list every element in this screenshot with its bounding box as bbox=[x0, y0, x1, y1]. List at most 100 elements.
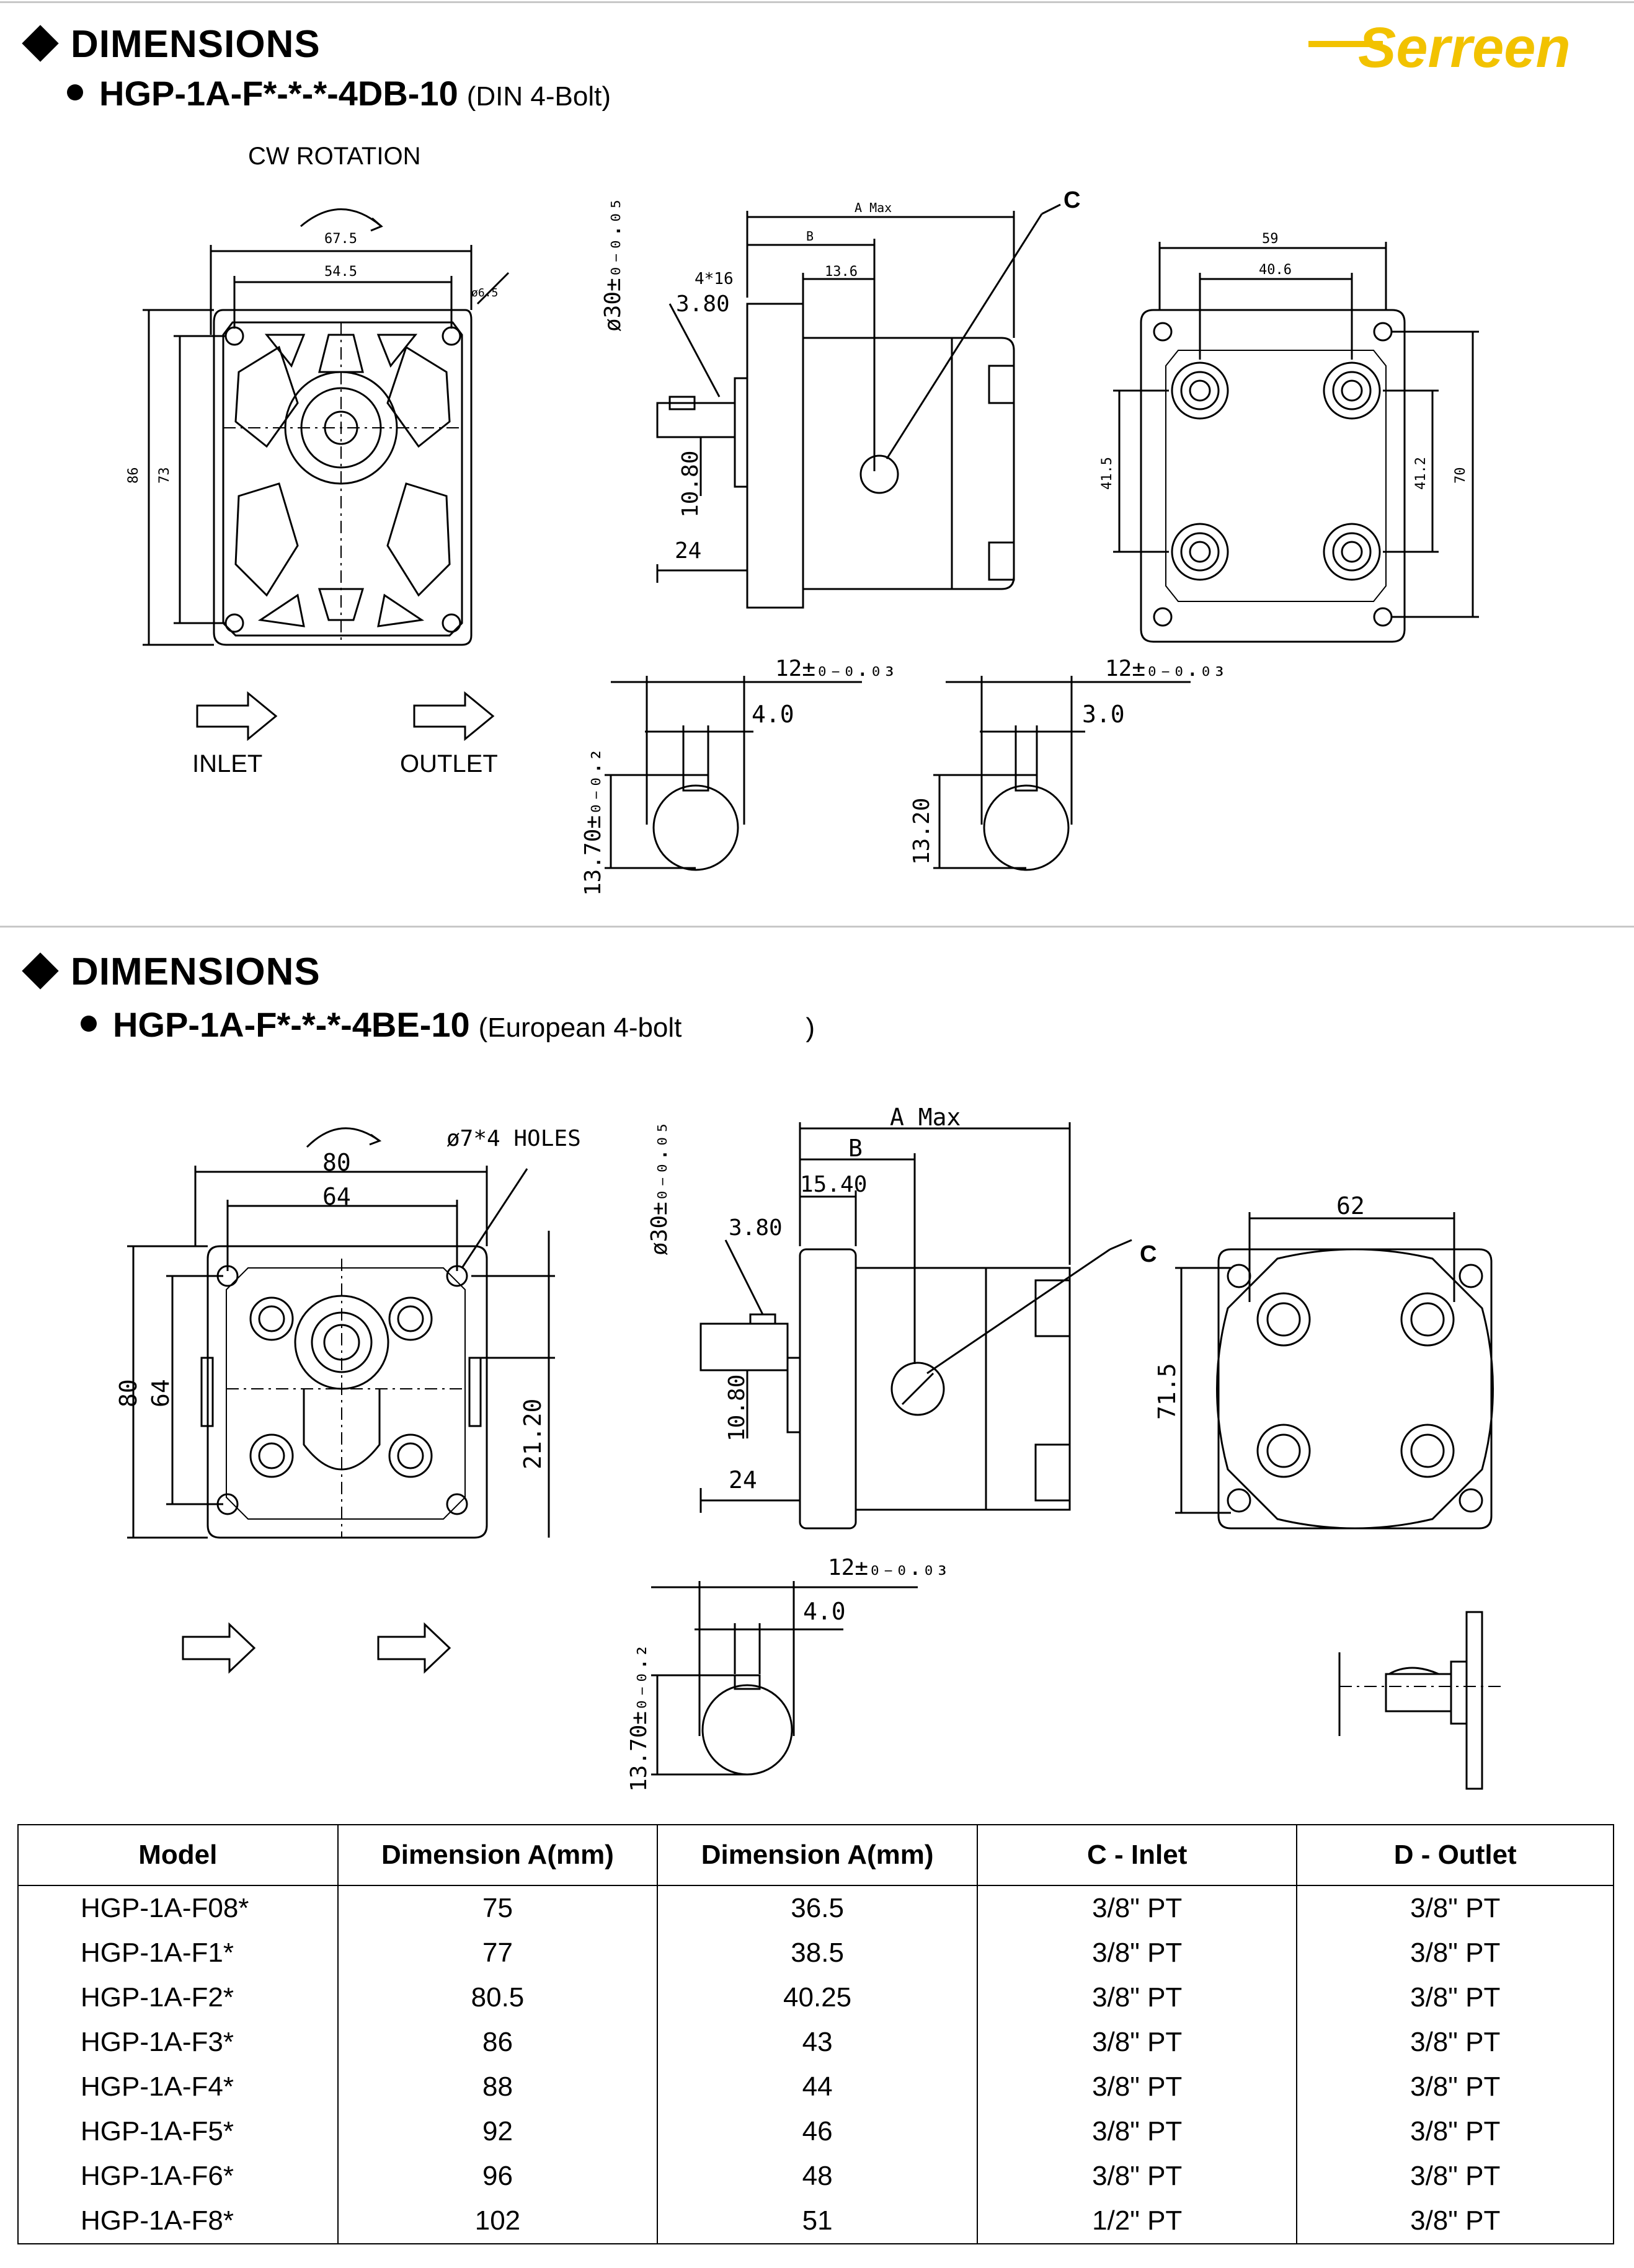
dim-10-80: 10.80 bbox=[678, 451, 703, 518]
section2-model-title: HGP-1A-F*-*-*-4BE-10(European 4-bolt) bbox=[81, 1004, 815, 1045]
drawing-european-4-bolt: ø7*4 HOLES 80 64 80 64 21.20 A Max B C ø… bbox=[115, 1104, 1501, 1792]
dim-24: 24 bbox=[675, 538, 701, 564]
cell-dim-a-2: 48 bbox=[657, 2154, 978, 2199]
euro-front-view bbox=[127, 1127, 555, 1539]
dim-41-2: 41.2 bbox=[1413, 457, 1429, 490]
din-side-view bbox=[656, 203, 1061, 609]
dim-10-80-2: 10.80 bbox=[724, 1375, 750, 1442]
dim-shaft-dia: ø30±₀₋₀.₀₅ bbox=[600, 197, 626, 332]
inlet-arrow-icon bbox=[196, 691, 278, 742]
dim-b-2: B bbox=[848, 1135, 863, 1162]
section2-heading: DIMENSIONS bbox=[22, 950, 321, 994]
cell-outlet: 3/8" PT bbox=[1296, 1931, 1614, 1975]
cell-dim-a-2: 46 bbox=[657, 2109, 978, 2154]
euro-outlet-arrow-icon bbox=[377, 1622, 451, 1674]
cell-dim-a: 92 bbox=[337, 2109, 659, 2154]
outlet-label: OUTLET bbox=[400, 750, 498, 777]
dim-73: 73 bbox=[157, 467, 172, 484]
cell-dim-a-2: 40.25 bbox=[657, 1975, 978, 2020]
dim-hole-dia: ø6.5 bbox=[471, 286, 498, 299]
cell-inlet: 3/8" PT bbox=[976, 2109, 1298, 2154]
top-border bbox=[0, 1, 1634, 3]
dim-64-side: 64 bbox=[147, 1379, 174, 1407]
shaft-width-2: 4.0 bbox=[803, 1598, 846, 1625]
cell-model: HGP-1A-F08* bbox=[17, 1885, 339, 1931]
cell-outlet: 3/8" PT bbox=[1296, 1975, 1614, 2020]
section1-model-title: HGP-1A-F*-*-*-4DB-10(DIN 4-Bolt) bbox=[67, 73, 611, 113]
cell-outlet: 3/8" PT bbox=[1296, 2020, 1614, 2065]
header-model: Model bbox=[17, 1824, 339, 1886]
header-dimension-a: Dimension A(mm) bbox=[337, 1824, 659, 1886]
dim-54-5: 54.5 bbox=[324, 264, 357, 280]
dim-holes: ø7*4 HOLES bbox=[446, 1126, 581, 1151]
cell-outlet: 3/8" PT bbox=[1296, 2199, 1614, 2244]
euro-rear-view bbox=[1175, 1212, 1494, 1530]
dim-a-max-2: A Max bbox=[890, 1104, 961, 1131]
cell-inlet: 3/8" PT bbox=[976, 2154, 1298, 2199]
label-c: C bbox=[1063, 187, 1080, 213]
cell-dim-a: 77 bbox=[337, 1931, 659, 1975]
dim-64-top: 64 bbox=[322, 1183, 351, 1210]
cell-outlet: 3/8" PT bbox=[1296, 2109, 1614, 2154]
cell-inlet: 3/8" PT bbox=[976, 1931, 1298, 1975]
cell-inlet: 3/8" PT bbox=[976, 2020, 1298, 2065]
dim-b: B bbox=[806, 229, 814, 244]
shaft2-height: 13.20 bbox=[909, 798, 935, 865]
cell-inlet: 3/8" PT bbox=[976, 1885, 1298, 1931]
dim-41-5: 41.5 bbox=[1099, 457, 1115, 490]
dim-80-side: 80 bbox=[115, 1379, 142, 1407]
euro-inlet-arrow-icon bbox=[182, 1622, 256, 1674]
dim-13-6: 13.6 bbox=[825, 264, 858, 280]
dim-3-80-2: 3.80 bbox=[729, 1215, 783, 1241]
cell-model: HGP-1A-F8* bbox=[17, 2199, 339, 2244]
shaft-height-2: 13.70±₀₋₀.₂ bbox=[626, 1644, 652, 1792]
cell-outlet: 3/8" PT bbox=[1296, 2065, 1614, 2109]
cell-dim-a: 96 bbox=[337, 2154, 659, 2199]
shaft2-width: 3.0 bbox=[1082, 701, 1125, 728]
header-dimension-a-2: Dimension A(mm) bbox=[657, 1824, 978, 1886]
shaft1-height: 13.70±₀₋₀.₂ bbox=[580, 748, 606, 896]
dim-keyway: 4*16 bbox=[695, 270, 734, 288]
cell-dim-a: 86 bbox=[337, 2020, 659, 2065]
dim-67-5: 67.5 bbox=[324, 231, 357, 247]
shaft2-tolerance: 12±₀₋₀.₀₃ bbox=[1105, 656, 1226, 681]
din-shaft-keyway-1 bbox=[605, 676, 862, 871]
section-divider bbox=[0, 926, 1634, 928]
cell-dim-a-2: 36.5 bbox=[657, 1885, 978, 1931]
outlet-arrow-icon bbox=[413, 691, 495, 742]
dim-21-20: 21.20 bbox=[519, 1399, 546, 1469]
cell-dim-a: 80.5 bbox=[337, 1975, 659, 2020]
dim-62: 62 bbox=[1336, 1192, 1365, 1220]
shaft-tolerance-2: 12±₀₋₀.₀₃ bbox=[828, 1555, 949, 1580]
dim-70: 70 bbox=[1453, 467, 1468, 484]
cell-dim-a: 88 bbox=[337, 2065, 659, 2109]
dim-shaft-dia-2: ø30±₀₋₀.₀₅ bbox=[647, 1121, 672, 1256]
cell-dim-a-2: 43 bbox=[657, 2020, 978, 2065]
cell-dim-a: 102 bbox=[337, 2199, 659, 2244]
dim-24-2: 24 bbox=[729, 1466, 757, 1494]
shaft1-tolerance: 12±₀₋₀.₀₃ bbox=[775, 656, 896, 681]
dim-71-5: 71.5 bbox=[1153, 1363, 1181, 1420]
cell-model: HGP-1A-F4* bbox=[17, 2065, 339, 2109]
dimensions-table: Model Dimension A(mm) Dimension A(mm) C … bbox=[17, 1824, 1614, 2244]
cell-inlet: 3/8" PT bbox=[976, 1975, 1298, 2020]
header-c-inlet: C - Inlet bbox=[976, 1824, 1298, 1886]
inlet-label: INLET bbox=[192, 750, 262, 777]
cell-inlet: 3/8" PT bbox=[976, 2065, 1298, 2109]
shaft1-width: 4.0 bbox=[752, 701, 794, 728]
cell-dim-a-2: 38.5 bbox=[657, 1931, 978, 1975]
cell-dim-a: 75 bbox=[337, 1885, 659, 1931]
cell-model: HGP-1A-F3* bbox=[17, 2020, 339, 2065]
din-rear-view bbox=[1113, 242, 1479, 643]
dim-15-40: 15.40 bbox=[800, 1172, 867, 1197]
dim-a-max: A Max bbox=[855, 200, 892, 215]
euro-shaft-side-sketch bbox=[1338, 1611, 1501, 1790]
brand-logo: Serreen bbox=[1308, 16, 1571, 79]
cell-model: HGP-1A-F1* bbox=[17, 1931, 339, 1975]
din-front-view bbox=[143, 208, 510, 646]
cell-model: HGP-1A-F2* bbox=[17, 1975, 339, 2020]
